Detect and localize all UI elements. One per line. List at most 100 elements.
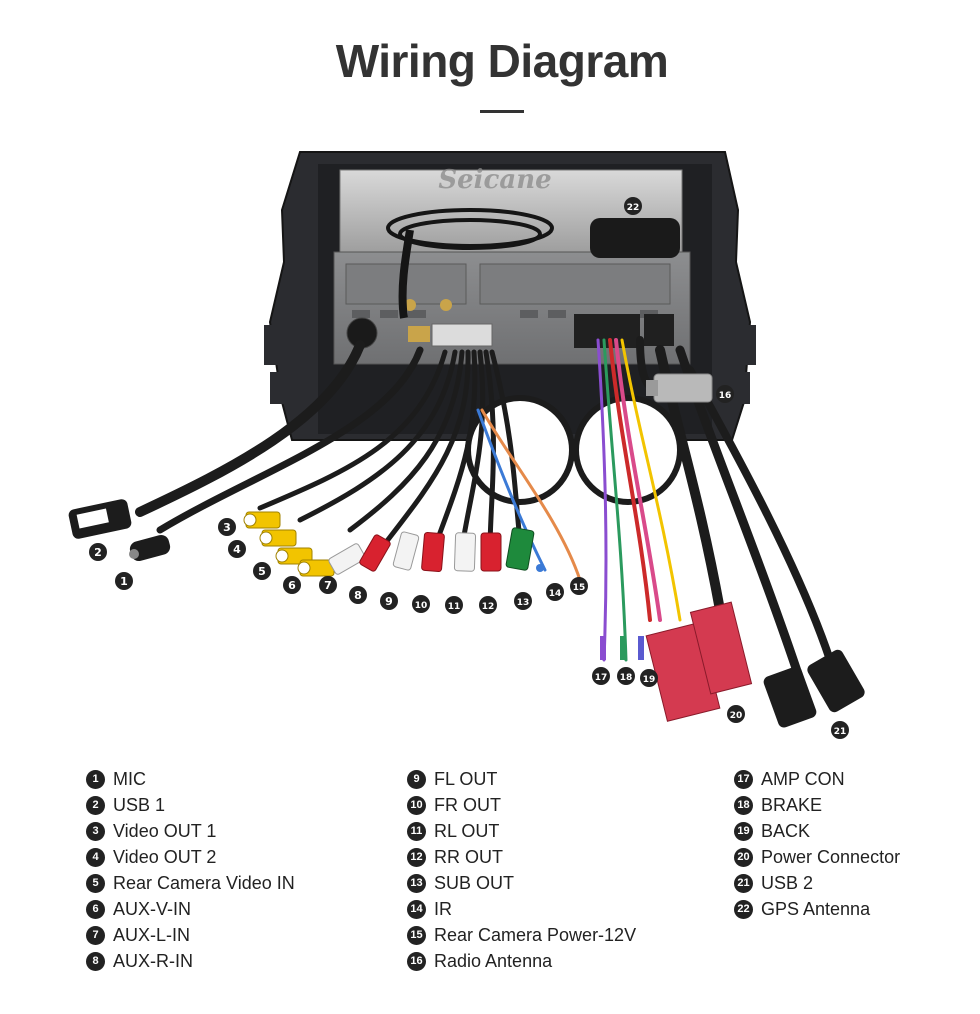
svg-text:8: 8 [354, 589, 362, 602]
svg-text:1: 1 [120, 575, 128, 588]
legend-number: 2 [86, 795, 105, 815]
legend-label: BRAKE [761, 794, 823, 815]
legend-item: 6 AUX-V-IN [86, 896, 295, 922]
legend-label: Power Connector [761, 846, 901, 867]
svg-text:16: 16 [719, 391, 732, 401]
svg-text:4: 4 [233, 543, 241, 556]
svg-text:19: 19 [643, 675, 656, 685]
callout-6: 6 [283, 576, 301, 594]
legend-number: 5 [86, 873, 105, 893]
callout-3: 3 [218, 518, 236, 536]
legend-label: AUX-V-IN [113, 898, 192, 919]
rca-connectors [243, 511, 584, 586]
legend-item: 7 AUX-L-IN [86, 922, 295, 948]
callout-21: 21 [831, 721, 849, 739]
legend-number: 10 [407, 795, 426, 815]
legend-number: 11 [407, 821, 426, 841]
svg-text:14: 14 [549, 589, 562, 599]
svg-text:15: 15 [573, 583, 586, 593]
usb1-connector [68, 499, 132, 539]
callout-10: 10 [412, 595, 430, 613]
legend-number: 18 [734, 795, 753, 815]
legend-label: USB 2 [761, 872, 814, 893]
callout-18: 18 [617, 667, 635, 685]
svg-text:9: 9 [385, 595, 393, 608]
legend-item: 10 FR OUT [407, 792, 636, 818]
legend-item: 1 MIC [86, 766, 295, 792]
wiring-diagram: Seicane [68, 151, 865, 739]
legend-label: MIC [113, 768, 146, 789]
usb2-connector [763, 649, 865, 728]
legend-label: USB 1 [113, 794, 166, 815]
legend-item: 8 AUX-R-IN [86, 948, 295, 974]
svg-text:7: 7 [324, 579, 332, 592]
callout-1: 1 [115, 572, 133, 590]
svg-text:5: 5 [258, 565, 266, 578]
legend-number: 9 [407, 769, 426, 789]
legend-number: 1 [86, 769, 105, 789]
legend-label: AUX-R-IN [113, 950, 193, 971]
svg-text:6: 6 [288, 579, 296, 592]
legend-number: 6 [86, 899, 105, 919]
legend-label: RL OUT [434, 820, 500, 841]
callout-8: 8 [349, 586, 367, 604]
legend-item: 22 GPS Antenna [734, 896, 900, 922]
gps-antenna [386, 208, 680, 319]
svg-text:21: 21 [834, 727, 847, 737]
svg-text:22: 22 [627, 203, 640, 213]
legend-number: 13 [407, 873, 426, 893]
callout-22: 22 [624, 197, 642, 215]
radio-antenna-adapter [646, 373, 713, 403]
callout-20: 20 [727, 705, 745, 723]
legend-number: 22 [734, 899, 753, 919]
callouts: 1 2 3 4 5 6 7 8 9 10 11 12 13 14 15 16 1… [89, 197, 849, 739]
callout-17: 17 [592, 667, 610, 685]
svg-text:20: 20 [730, 711, 743, 721]
svg-text:2: 2 [94, 546, 102, 559]
callout-11: 11 [445, 596, 463, 614]
page-title: Wiring Diagram [335, 35, 669, 87]
legend-number: 20 [734, 847, 753, 867]
legend-label: Rear Camera Power-12V [434, 924, 637, 945]
callout-12: 12 [479, 596, 497, 614]
callout-2: 2 [89, 543, 107, 561]
legend-label: SUB OUT [434, 872, 515, 893]
legend-item: 20 Power Connector [734, 844, 900, 870]
callout-7: 7 [319, 576, 337, 594]
power-connector [645, 601, 753, 722]
legend-label: IR [434, 898, 452, 919]
legend-label: FR OUT [434, 794, 501, 815]
legend-item: 18 BRAKE [734, 792, 900, 818]
svg-text:18: 18 [620, 673, 633, 683]
svg-text:13: 13 [517, 598, 530, 608]
amp-brake-back-leads [600, 636, 644, 660]
svg-text:17: 17 [595, 673, 608, 683]
svg-text:12: 12 [482, 602, 495, 612]
legend-number: 8 [86, 951, 105, 971]
legend-label: Radio Antenna [434, 950, 553, 971]
svg-text:11: 11 [448, 602, 461, 612]
legend-item: 21 USB 2 [734, 870, 900, 896]
legend-label: GPS Antenna [761, 898, 871, 919]
legend-label: AUX-L-IN [113, 924, 191, 945]
callout-5: 5 [253, 562, 271, 580]
callout-4: 4 [228, 540, 246, 558]
brand-logo: Seicane [438, 165, 551, 195]
callout-15: 15 [570, 577, 588, 595]
legend-number: 7 [86, 925, 105, 945]
legend-item: 11 RL OUT [407, 818, 636, 844]
mic-jack [129, 534, 171, 562]
legend-label: Rear Camera Video IN [113, 872, 295, 893]
legend-number: 21 [734, 873, 753, 893]
legend-label: Video OUT 2 [113, 846, 217, 867]
legend-number: 17 [734, 769, 753, 789]
legend-item: 13 SUB OUT [407, 870, 636, 896]
title-underline [480, 110, 524, 113]
legend-number: 12 [407, 847, 426, 867]
legend-label: BACK [761, 820, 811, 841]
